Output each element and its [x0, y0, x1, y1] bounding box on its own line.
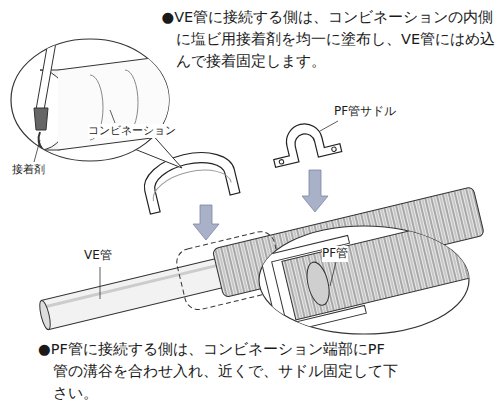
down-arrow — [193, 205, 219, 240]
instruction-note: ●VE管に接続する側は、コンビネーションの内側に塩ビ用接着剤を均一に塗布し、VE… — [162, 6, 497, 72]
part-label: VE管 — [84, 248, 112, 264]
part-label: PF管サドル — [334, 104, 396, 120]
part-label: 接着剤 — [12, 163, 45, 177]
pf-saddle — [267, 117, 342, 168]
part-label: PF管 — [322, 246, 348, 262]
part-label: コンビネーション — [88, 124, 176, 138]
down-arrow — [302, 170, 328, 212]
instruction-note: ●PF管に接続する側は、コンビネーション端部にPF管の溝谷を合わせ入れ、近くで、… — [38, 338, 398, 404]
